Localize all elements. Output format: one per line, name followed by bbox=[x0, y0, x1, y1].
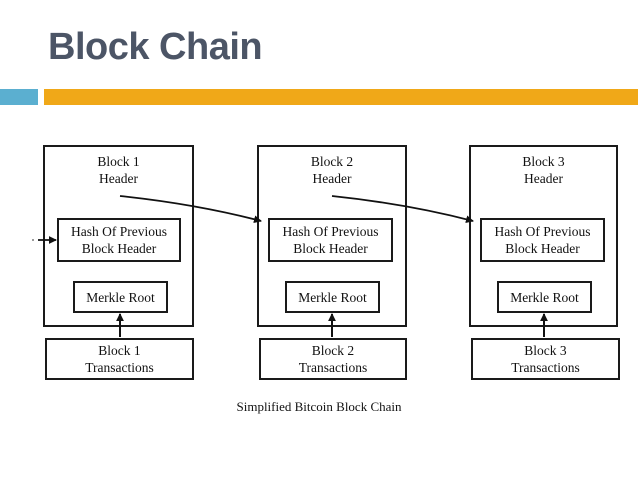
block-2-hash-line2: Block Header bbox=[293, 241, 368, 256]
block-1-header-line2: Header bbox=[99, 171, 138, 186]
diagram-caption: Simplified Bitcoin Block Chain bbox=[236, 399, 402, 414]
block-2-hash-of-previous-block-header-box: Hash Of Previous Block Header bbox=[268, 218, 393, 262]
block-2-transactions-box: Block 2 Transactions bbox=[259, 338, 407, 380]
block-1-tx-line2: Transactions bbox=[85, 360, 154, 375]
accent-bar-teal-segment bbox=[0, 89, 38, 105]
block-1-merkle-root-label: Merkle Root bbox=[86, 289, 155, 305]
block-3-header-label: Block 3 Header bbox=[471, 153, 616, 187]
block-1-hash-line1: Hash Of Previous bbox=[71, 224, 167, 239]
block-3-hash-line2: Block Header bbox=[505, 241, 580, 256]
block-1-header-line1: Block 1 bbox=[97, 154, 140, 169]
block-2-header-line2: Header bbox=[312, 171, 352, 186]
block-2-tx-line2: Transactions bbox=[298, 360, 368, 375]
block-1-header-label: Block 1 Header bbox=[45, 153, 192, 187]
block-3-merkle-root-label: Merkle Root bbox=[510, 289, 579, 305]
block-2-merkle-root-box: Merkle Root bbox=[285, 281, 380, 313]
page-title: Block Chain bbox=[48, 26, 263, 68]
block-2-header-line1: Block 2 bbox=[310, 154, 354, 169]
block-2-tx-line1: Block 2 bbox=[311, 343, 355, 358]
block-3-header-line2: Header bbox=[524, 171, 563, 186]
block-3-tx-line2: Transactions bbox=[511, 360, 580, 375]
accent-bar-orange-segment bbox=[44, 89, 638, 105]
block-1-hash-of-previous-block-header-box: Hash Of Previous Block Header bbox=[57, 218, 181, 262]
block-3-hash-of-previous-block-header-box: Hash Of Previous Block Header bbox=[480, 218, 605, 262]
block-3-transactions-box: Block 3 Transactions bbox=[471, 338, 620, 380]
block-1-merkle-root-box: Merkle Root bbox=[73, 281, 168, 313]
block-1-tx-line1: Block 1 bbox=[98, 343, 141, 358]
accent-bar bbox=[0, 89, 638, 105]
block-2-header-label: Block 2 Header bbox=[259, 153, 405, 187]
block-3-merkle-root-box: Merkle Root bbox=[497, 281, 592, 313]
block-2-merkle-root-label: Merkle Root bbox=[298, 289, 367, 305]
block-1-transactions-box: Block 1 Transactions bbox=[45, 338, 194, 380]
block-3-hash-line1: Hash Of Previous bbox=[494, 224, 591, 239]
block-3-tx-line1: Block 3 bbox=[524, 343, 567, 358]
block-1-hash-line2: Block Header bbox=[81, 241, 157, 256]
block-2-hash-line1: Hash Of Previous bbox=[282, 224, 379, 239]
block-3-header-line1: Block 3 bbox=[522, 154, 565, 169]
